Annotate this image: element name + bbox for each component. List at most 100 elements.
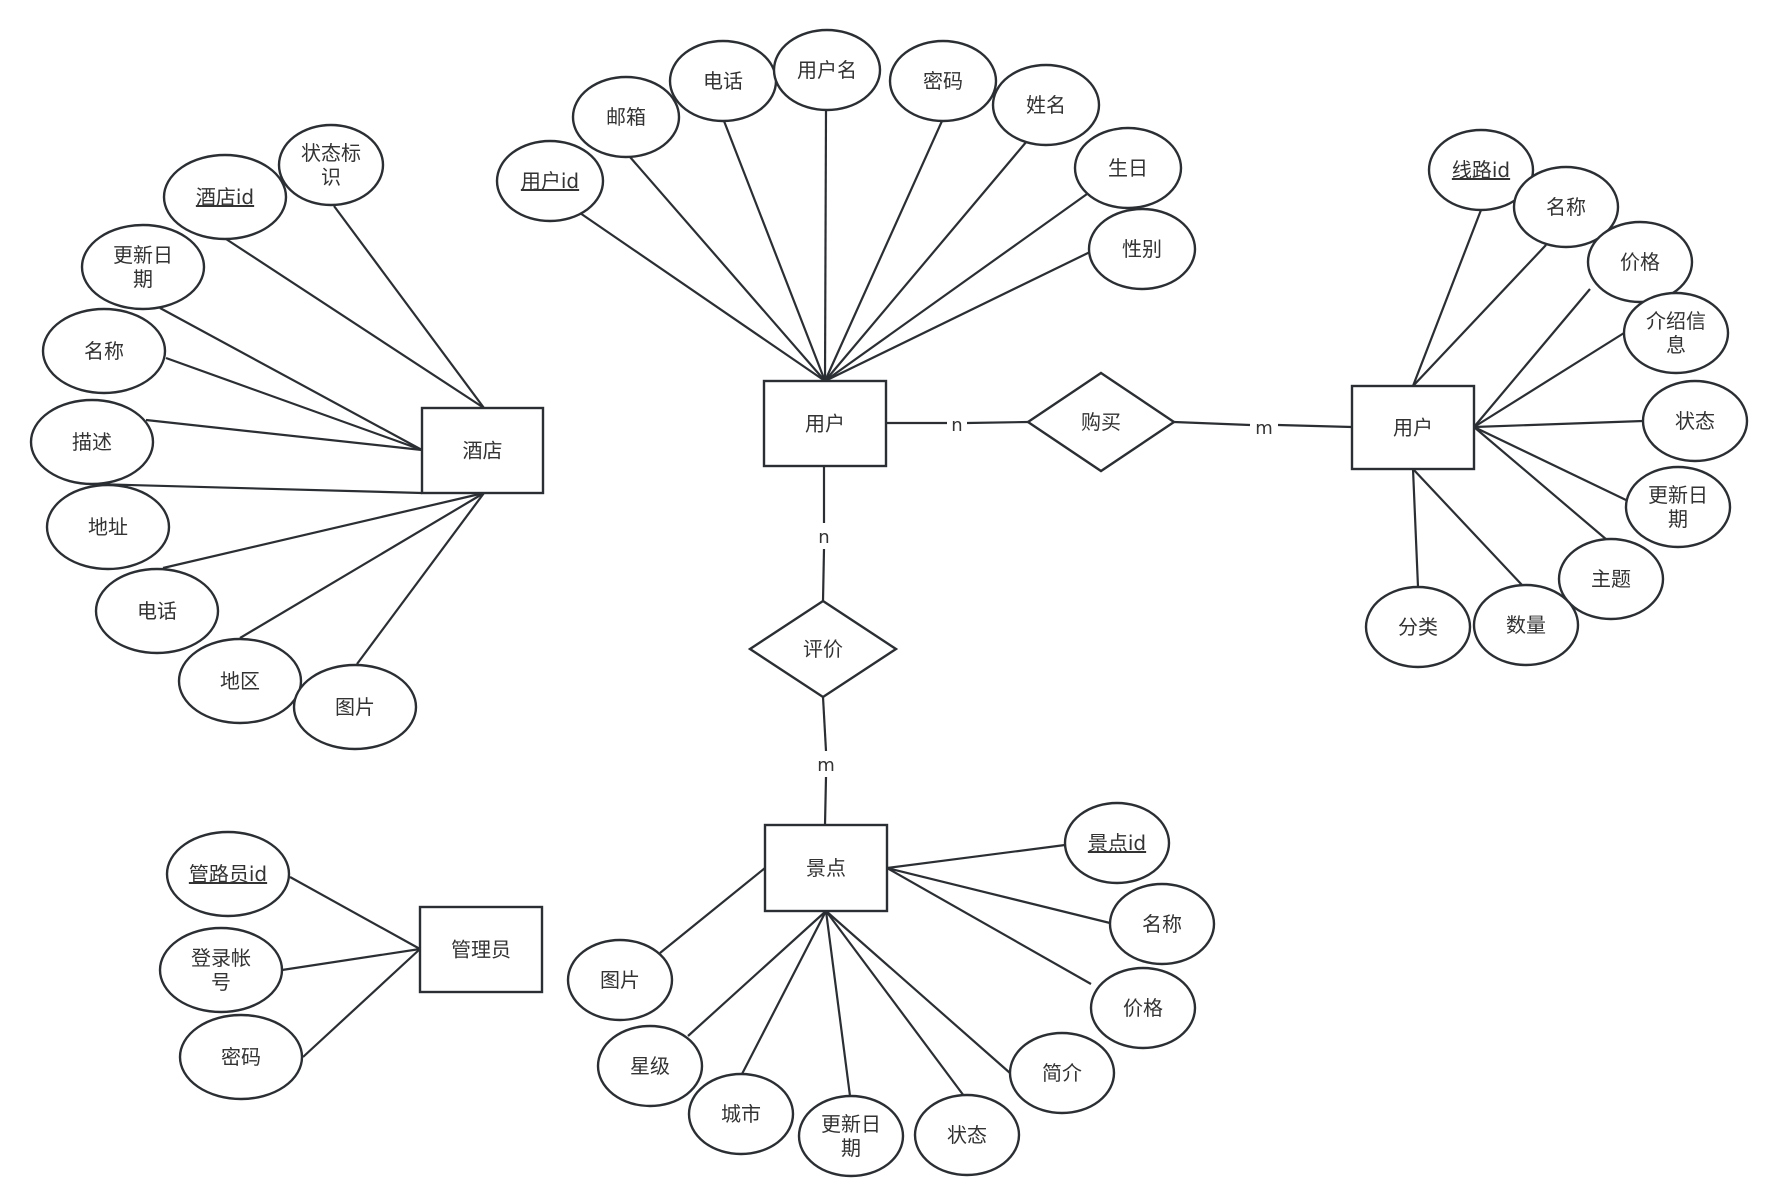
attribute-user-0[interactable]: 用户id: [495, 139, 605, 223]
attribute-spot-4[interactable]: 状态: [913, 1093, 1021, 1177]
attribute-ellipse[interactable]: [1472, 583, 1580, 667]
attribute-route-6[interactable]: 主题: [1557, 537, 1665, 621]
entity-box[interactable]: [420, 406, 545, 495]
attribute-label: 电话: [703, 69, 743, 93]
attribute-route-4[interactable]: 状态: [1641, 379, 1749, 463]
attribute-hotel-7[interactable]: 地区: [177, 637, 303, 725]
attribute-spot-2[interactable]: 价格: [1089, 966, 1197, 1050]
attribute-label: 线路id: [1452, 158, 1510, 182]
attribute-link: [1473, 332, 1625, 428]
entity-hotel[interactable]: 酒店: [420, 406, 545, 495]
attribute-route-8[interactable]: 分类: [1364, 585, 1472, 669]
attribute-ellipse[interactable]: [45, 483, 171, 571]
attribute-route-0[interactable]: 线路id: [1427, 128, 1535, 212]
attribute-user-1[interactable]: 邮箱: [571, 75, 681, 159]
attribute-ellipse[interactable]: [888, 39, 998, 123]
relationship-review[interactable]: 评价: [747, 599, 899, 699]
attribute-hotel-4[interactable]: 描述: [29, 398, 155, 486]
attribute-ellipse[interactable]: [29, 398, 155, 486]
entity-box[interactable]: [762, 379, 888, 468]
entity-box[interactable]: [418, 905, 544, 994]
attribute-ellipse[interactable]: [571, 75, 681, 159]
attribute-ellipse[interactable]: [991, 63, 1101, 147]
attribute-ellipse[interactable]: [1108, 882, 1216, 966]
entity-label: 管理员: [451, 938, 511, 962]
attribute-ellipse[interactable]: [797, 1094, 905, 1178]
attribute-ellipse[interactable]: [772, 28, 882, 112]
key-attribute-ellipse[interactable]: [165, 830, 291, 918]
attribute-ellipse[interactable]: [1364, 585, 1472, 669]
attribute-ellipse[interactable]: [178, 1013, 304, 1101]
attribute-user-5[interactable]: 姓名: [991, 63, 1101, 147]
attribute-user-4[interactable]: 密码: [888, 39, 998, 123]
attribute-user-3[interactable]: 用户名: [772, 28, 882, 112]
entity-box[interactable]: [1350, 384, 1476, 471]
attribute-ellipse[interactable]: [1008, 1031, 1116, 1115]
attribute-ellipse[interactable]: [1557, 537, 1665, 621]
entity-route[interactable]: 用户: [1350, 384, 1476, 471]
attribute-ellipse[interactable]: [1624, 465, 1732, 549]
attribute-ellipse[interactable]: [41, 307, 167, 395]
attribute-ellipse[interactable]: [80, 223, 206, 311]
attribute-hotel-6[interactable]: 电话: [94, 567, 220, 655]
attribute-ellipse[interactable]: [913, 1093, 1021, 1177]
attribute-ellipse[interactable]: [1089, 966, 1197, 1050]
attribute-user-7[interactable]: 性别: [1087, 207, 1197, 291]
attribute-route-2[interactable]: 价格: [1586, 220, 1694, 304]
entity-admin[interactable]: 管理员: [418, 905, 544, 994]
attribute-spot-0[interactable]: 景点id: [1063, 801, 1171, 885]
attribute-ellipse[interactable]: [277, 123, 385, 207]
attribute-admin-2[interactable]: 密码: [178, 1013, 304, 1101]
attribute-user-6[interactable]: 生日: [1073, 126, 1183, 210]
relationship-link: [823, 776, 828, 826]
attribute-hotel-5[interactable]: 地址: [45, 483, 171, 571]
key-attribute-ellipse[interactable]: [1427, 128, 1535, 212]
attribute-route-1[interactable]: 名称: [1512, 165, 1620, 249]
key-attribute-ellipse[interactable]: [495, 139, 605, 223]
attribute-hotel-3[interactable]: 名称: [41, 307, 167, 395]
attribute-label: 用户id: [521, 169, 579, 193]
attribute-ellipse[interactable]: [566, 938, 674, 1022]
attribute-label: 图片: [335, 695, 375, 719]
attribute-spot-6[interactable]: 城市: [687, 1072, 795, 1156]
attribute-ellipse[interactable]: [1073, 126, 1183, 210]
attribute-ellipse[interactable]: [177, 637, 303, 725]
attribute-ellipse[interactable]: [1641, 379, 1749, 463]
relationship-diamond[interactable]: [1025, 371, 1177, 473]
attribute-user-2[interactable]: 电话: [668, 39, 778, 123]
attribute-link: [289, 876, 421, 950]
attribute-route-7[interactable]: 数量: [1472, 583, 1580, 667]
attribute-spot-8[interactable]: 图片: [566, 938, 674, 1022]
attribute-link: [629, 156, 826, 382]
attribute-spot-7[interactable]: 星级: [596, 1024, 704, 1108]
attribute-hotel-8[interactable]: 图片: [292, 663, 418, 751]
entity-user[interactable]: 用户: [762, 379, 888, 468]
attribute-ellipse[interactable]: [94, 567, 220, 655]
entity-box[interactable]: [763, 823, 889, 913]
attribute-hotel-1[interactable]: 酒店id: [162, 153, 288, 241]
attribute-ellipse[interactable]: [687, 1072, 795, 1156]
attribute-ellipse[interactable]: [292, 663, 418, 751]
attribute-ellipse[interactable]: [1622, 291, 1730, 375]
attribute-spot-1[interactable]: 名称: [1108, 882, 1216, 966]
attribute-ellipse[interactable]: [158, 926, 284, 1014]
attribute-ellipse[interactable]: [1586, 220, 1694, 304]
relationship-diamond[interactable]: [747, 599, 899, 699]
attribute-ellipse[interactable]: [1087, 207, 1197, 291]
relationship-purchase[interactable]: 购买: [1025, 371, 1177, 473]
key-attribute-ellipse[interactable]: [1063, 801, 1171, 885]
key-attribute-ellipse[interactable]: [162, 153, 288, 241]
attribute-link: [1412, 468, 1523, 586]
attribute-admin-0[interactable]: 管路员id: [165, 830, 291, 918]
attribute-ellipse[interactable]: [1512, 165, 1620, 249]
entity-spot[interactable]: 景点: [763, 823, 889, 913]
relationship-link: [1277, 423, 1353, 429]
attribute-spot-3[interactable]: 简介: [1008, 1031, 1116, 1115]
attribute-ellipse[interactable]: [596, 1024, 704, 1108]
